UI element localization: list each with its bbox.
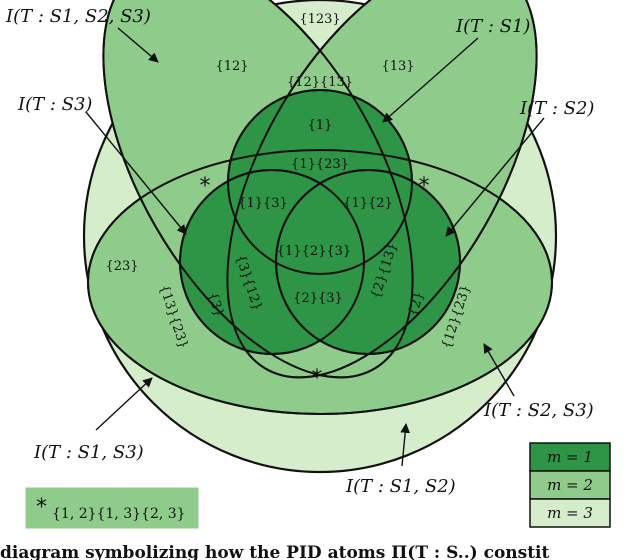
label-i123: I(T : S1, S2, S3) [5,6,151,27]
atom-13: {13} [381,59,414,74]
atom-123: {123} [299,12,340,27]
star-legend-symbol: * [36,495,47,520]
arrow-i23 [483,343,515,397]
outlines [87,0,553,415]
star-legend-text: {1, 2}{1, 3}{2, 3} [52,506,186,522]
label-i3: I(T : S3) [17,94,92,115]
atom-1-3: {1}{3} [238,196,288,211]
arrow-i1 [382,37,479,123]
atom-1-23: {1}{23} [291,157,349,172]
label-i12: I(T : S1, S2) [345,476,456,497]
star-markers: * * * [200,174,430,391]
atom-1-2-3: {1}{2}{3} [277,244,351,259]
label-i2: I(T : S2) [519,98,594,119]
arrow-i123 [117,27,159,63]
atom-2: {2} [406,290,428,318]
atom-1: {1} [308,118,333,133]
star-marker-bottom: * [312,366,323,391]
label-i1: I(T : S1) [455,16,530,37]
legend-m2: m = 2 [547,476,593,494]
star-marker-left: * [200,174,211,199]
atom-12-13: {12}{13} [287,75,353,90]
legend-m3: m = 3 [547,504,593,522]
atom-2-3: {2}{3} [293,291,343,306]
arrow-i3 [85,111,187,235]
atom-3: {3} [204,291,226,319]
atom-23: {23} [105,259,138,274]
atom-1-2: {1}{2} [343,196,393,211]
star-marker-right: * [419,174,430,199]
atom-12: {12} [215,59,248,74]
label-i23: I(T : S2, S3) [483,400,594,421]
arrow-i2 [445,117,545,237]
arrow-i13 [95,377,153,431]
legend-m1: m = 1 [547,448,593,466]
arrows [85,27,545,467]
figure-caption: diagram symbolizing how the PID atoms Π(… [0,543,550,560]
region-labels: I(T : S1, S2, S3) I(T : S1) I(T : S3) I(… [5,6,594,497]
label-i13: I(T : S1, S3) [33,442,144,463]
star-legend: * {1, 2}{1, 3}{2, 3} [25,487,199,529]
m-legend: m = 1 m = 2 m = 3 [529,442,611,528]
arrow-i12 [400,423,411,467]
